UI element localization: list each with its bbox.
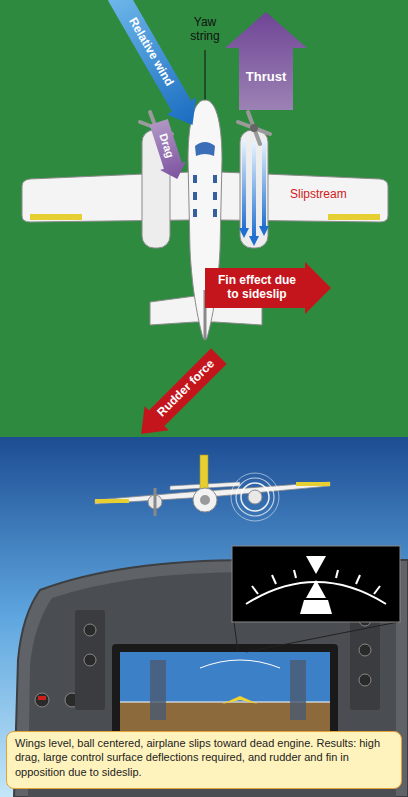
top-view-scene (0, 0, 408, 437)
cockpit-panel (356, 575, 360, 584)
cockpit-panel (252, 586, 258, 594)
top-view-scene (213, 175, 217, 183)
top-view-scene (240, 130, 268, 248)
cockpit-panel (234, 622, 238, 652)
arrow-text-area: Relative wind (103, 0, 207, 133)
front-view-scene (154, 488, 157, 516)
arrow-outline (205, 262, 331, 314)
arrow-text-area: Fin effect due to sideslip (205, 262, 331, 314)
force-label: Drag (157, 131, 177, 159)
cockpit-panel (84, 624, 96, 636)
cockpit-panel (294, 570, 296, 578)
top-view-scene (328, 214, 380, 220)
top-view-scene (239, 226, 269, 246)
front-view-scene (200, 495, 210, 505)
arrow-outline (225, 12, 307, 110)
caption-text: Wings level, ball centered, airplane sli… (15, 736, 393, 779)
cockpit-panel (84, 654, 96, 666)
cockpit-panel (272, 575, 276, 584)
front-view-scene (231, 473, 279, 521)
top-view-scene (259, 226, 269, 236)
cockpit-panel (232, 546, 400, 622)
top-view-scene (248, 112, 260, 144)
cockpit-panel (306, 580, 326, 598)
cockpit-panel (75, 610, 105, 710)
force-arrow: Rudder force (129, 344, 231, 446)
arrow-shape (225, 12, 307, 110)
top-view-scene (249, 236, 259, 246)
top-view-scene (30, 214, 82, 220)
front-view-scene (296, 482, 330, 486)
front-view-scene (241, 483, 269, 511)
flow-label: Slipstream (290, 188, 347, 202)
front-view-scene (0, 437, 408, 797)
top-view-scene (205, 50, 206, 102)
top-view-scene (0, 0, 408, 437)
top-view-scene (193, 175, 197, 183)
arrow-text-area: Rudder force (129, 344, 231, 446)
cockpit-panel (222, 696, 258, 704)
force-label: Fin effect due to sideslip (212, 274, 302, 302)
arrow-text-area: Thrust (225, 12, 307, 110)
arrow-outline (146, 117, 190, 182)
top-view-scene (252, 142, 256, 238)
cockpit-panel (200, 660, 280, 668)
cockpit-panel (150, 660, 166, 720)
cockpit-panel (359, 674, 371, 686)
top-view-scene (250, 124, 258, 132)
arrow-outline (129, 344, 231, 446)
top-view-scene (193, 192, 197, 200)
top-view-scene (195, 142, 215, 156)
force-label: Relative wind (125, 16, 175, 89)
front-view-scene (236, 478, 274, 516)
front-view-scene (95, 499, 129, 503)
pointer-label: Yaw string (180, 16, 230, 44)
front-view-scene (248, 490, 262, 504)
top-view-scene (193, 209, 197, 217)
top-view-scene (262, 140, 266, 228)
cockpit-panel (38, 696, 46, 700)
cockpit-panel (290, 660, 306, 720)
cockpit-panel (300, 600, 332, 614)
force-arrow: Thrust (225, 12, 307, 110)
cockpit-panel (35, 693, 49, 707)
cockpit-panel (306, 556, 326, 574)
arrow-text-area: Drag (146, 117, 190, 182)
force-label: Rudder force (155, 357, 218, 420)
front-view-scene (0, 437, 408, 797)
cockpit-panel (336, 570, 338, 578)
cockpit-panel (374, 586, 380, 594)
force-label: Thrust (246, 70, 286, 85)
caption-box: Wings level, ball centered, airplane sli… (6, 731, 402, 789)
top-view-scene (213, 209, 217, 217)
top-view-scene (242, 140, 266, 238)
force-arrow: Fin effect due to sideslip (205, 262, 331, 314)
top-view-scene (239, 228, 249, 238)
cockpit-panel (359, 644, 371, 656)
arrow-outline (103, 0, 207, 133)
force-arrow: Relative wind (103, 0, 207, 133)
top-view-scene (213, 192, 217, 200)
cockpit-panel (246, 622, 398, 652)
front-view-scene (193, 488, 217, 512)
top-view-scene (242, 140, 246, 230)
force-arrow: Drag (146, 117, 190, 182)
